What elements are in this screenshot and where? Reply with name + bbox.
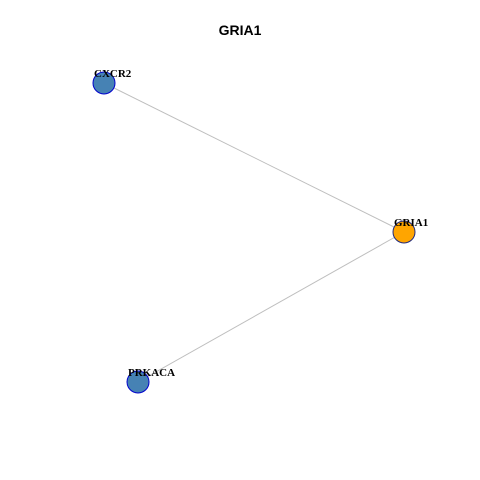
node-prkaca[interactable]	[126, 370, 150, 394]
node-gria1[interactable]	[392, 220, 416, 244]
node-label-prkaca: PRKACA	[128, 367, 175, 379]
graph-title: GRIA1	[218, 22, 262, 38]
edge-prkaca-gria1	[137, 231, 405, 383]
edge-cxcr2-gria1	[103, 82, 405, 233]
node-label-cxcr2: CXCR2	[94, 68, 132, 80]
node-label-gria1: GRIA1	[394, 217, 428, 229]
node-cxcr2[interactable]	[92, 71, 116, 95]
